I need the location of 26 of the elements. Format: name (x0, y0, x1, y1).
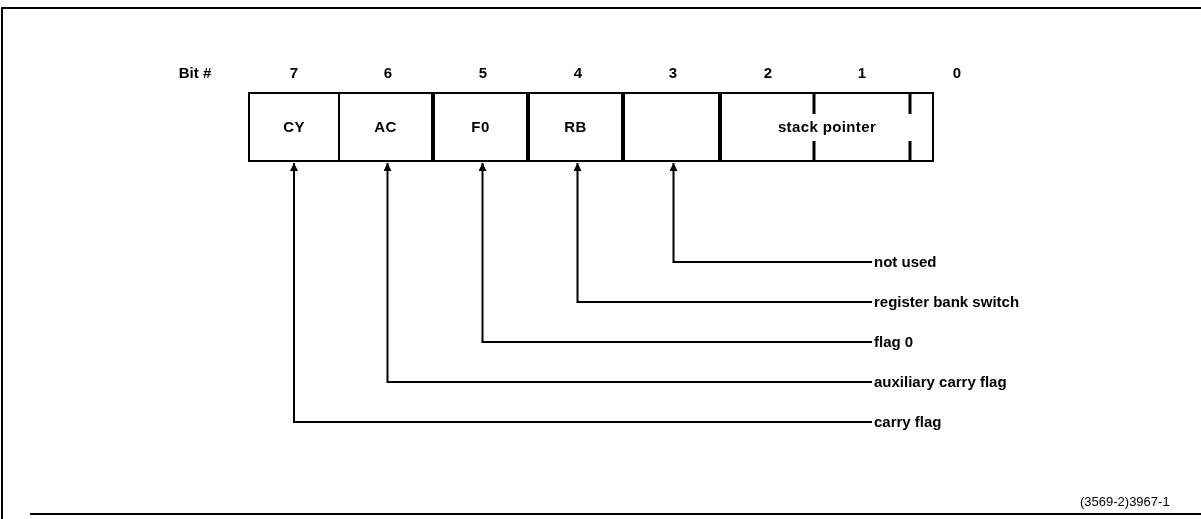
bit-number: 7 (288, 63, 300, 83)
annotation-text: register bank switch (874, 292, 1074, 312)
bit-number: 5 (477, 63, 489, 83)
register-cell: RB (528, 92, 623, 162)
bit-number: 6 (382, 63, 394, 83)
register-cell: stack pointer (720, 92, 934, 162)
bit-number: 4 (572, 63, 584, 83)
leader-arrow (383, 162, 873, 383)
leader-arrow (573, 162, 873, 303)
annotation-text: not used (874, 252, 1074, 272)
figure-number: (3569-2)3967-1 (1080, 493, 1171, 511)
axis-title: Bit # (177, 63, 213, 83)
bit-number: 1 (856, 63, 868, 83)
register-cell: CY (248, 92, 340, 162)
annotation-text: carry flag (874, 412, 1074, 432)
register-cell: AC (338, 92, 433, 162)
leader-arrow (290, 162, 873, 423)
annotation-text: auxiliary carry flag (874, 372, 1074, 392)
leader-arrow (478, 162, 873, 343)
register-cell (623, 92, 720, 162)
bit-number: 2 (762, 63, 774, 83)
annotation-text: flag 0 (874, 332, 1074, 352)
register-cell: F0 (433, 92, 528, 162)
bit-number: 3 (667, 63, 679, 83)
bit-number: 0 (951, 63, 963, 83)
leader-arrow (669, 162, 873, 263)
